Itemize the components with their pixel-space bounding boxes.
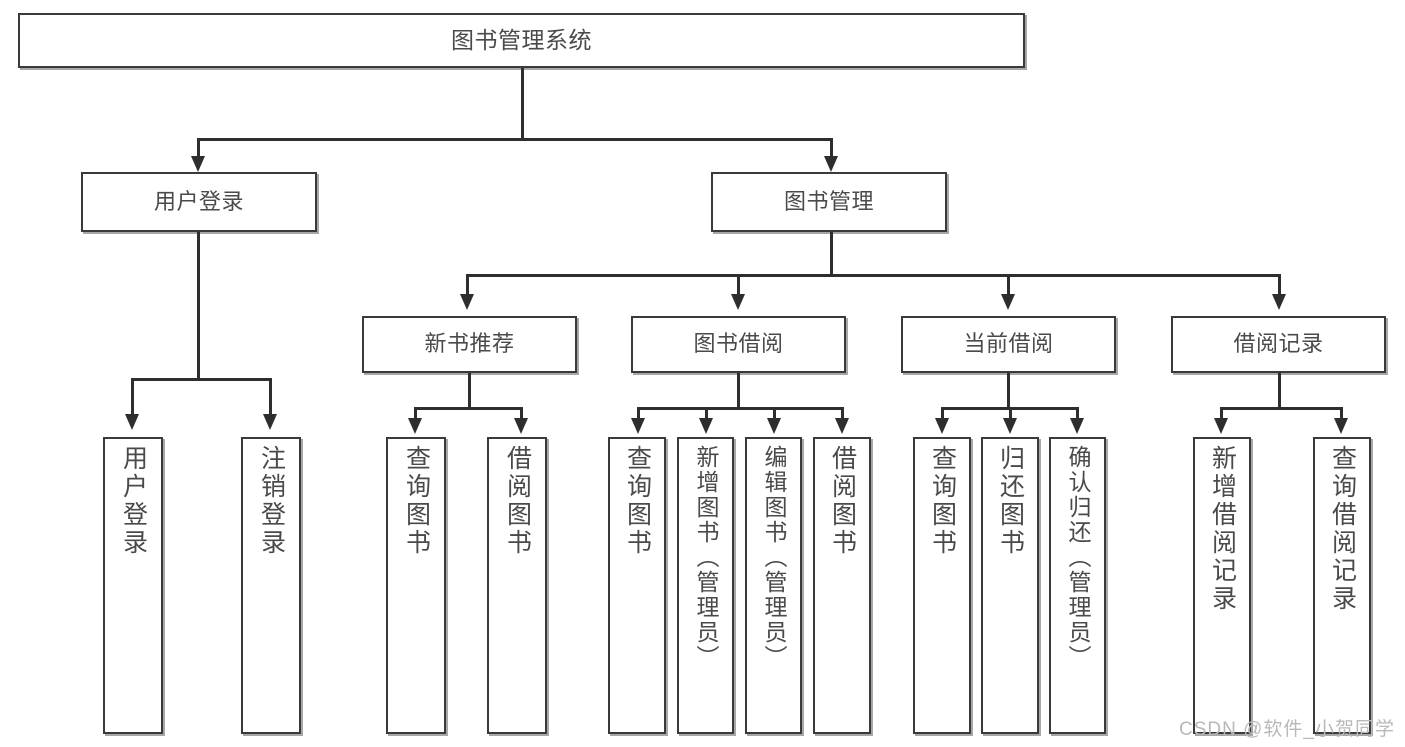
arrow-leaf-logout: [263, 414, 277, 430]
node-label: 图书管理: [783, 188, 874, 214]
connector-drop-leaf-logout: [269, 378, 272, 418]
node-book-management[interactable]: 图书管理: [711, 172, 947, 232]
arrow-bb-borrow: [835, 418, 849, 434]
node-label: 图书管理系统: [451, 26, 592, 53]
node-label: 用户登录: [119, 445, 148, 557]
node-new-book-recommend[interactable]: 新书推荐: [362, 316, 577, 373]
arrow-bb-edit: [767, 418, 781, 434]
arrow-user-login: [191, 156, 205, 172]
node-user-login[interactable]: 用户登录: [81, 172, 317, 232]
connector-drop-bb-borrow: [841, 407, 844, 421]
node-label: 查询借阅记录: [1328, 445, 1357, 613]
node-label: 借阅记录: [1233, 331, 1324, 357]
connector-user-login-bus: [131, 378, 269, 381]
connector-book-manage-bus: [466, 274, 1278, 277]
connector-drop-current-borrow: [1007, 274, 1010, 298]
leaf-bb-query-book[interactable]: 查询图书: [608, 437, 666, 734]
node-label: 确认归还（管理员）: [1065, 445, 1091, 670]
connector-drop-bb-edit: [773, 407, 776, 421]
node-current-borrow[interactable]: 当前借阅: [901, 316, 1116, 373]
arrow-book-manage: [824, 156, 838, 172]
node-label: 新增借阅记录: [1208, 445, 1237, 613]
arrow-borrow-record: [1272, 294, 1286, 310]
leaf-cb-return-book[interactable]: 归还图书: [981, 437, 1039, 734]
connector-drop-bb-add: [705, 407, 708, 421]
connector-book-manage-stem: [830, 232, 833, 276]
connector-drop-br-query: [1340, 407, 1343, 421]
node-root-system[interactable]: 图书管理系统: [18, 13, 1025, 68]
node-label: 归还图书: [996, 445, 1025, 557]
arrow-bb-query: [631, 418, 645, 434]
leaf-bb-borrow-book[interactable]: 借阅图书: [813, 437, 871, 734]
node-label: 注销登录: [257, 445, 286, 557]
leaf-br-query-record[interactable]: 查询借阅记录: [1313, 437, 1371, 734]
node-label: 查询图书: [402, 445, 431, 557]
node-label: 查询图书: [623, 445, 652, 557]
node-label: 图书借阅: [693, 331, 784, 357]
connector-root-stem: [521, 68, 524, 140]
node-label: 当前借阅: [963, 331, 1054, 357]
connector-drop-cb-return: [1009, 407, 1012, 421]
leaf-bb-add-book-admin[interactable]: 新增图书（管理员）: [677, 437, 734, 734]
connector-borrow-record-stem: [1278, 373, 1281, 409]
connector-new-book-bus: [414, 407, 522, 410]
arrow-new-book: [460, 294, 474, 310]
node-label: 新增图书（管理员）: [693, 445, 719, 670]
node-label: 借阅图书: [828, 445, 857, 557]
connector-drop-nb-query: [414, 407, 417, 421]
connector-drop-cb-query: [941, 407, 944, 421]
connector-drop-user-login: [197, 138, 200, 160]
connector-drop-br-add: [1220, 407, 1223, 421]
connector-drop-book-borrow: [737, 274, 740, 298]
node-label: 借阅图书: [503, 445, 532, 557]
connector-user-login-stem: [197, 232, 200, 380]
leaf-cb-confirm-return-admin[interactable]: 确认归还（管理员）: [1049, 437, 1106, 734]
arrow-bb-add: [699, 418, 713, 434]
connector-drop-nb-borrow: [520, 407, 523, 421]
arrow-br-add: [1214, 418, 1228, 434]
arrow-nb-borrow: [514, 418, 528, 434]
arrow-book-borrow: [731, 294, 745, 310]
arrow-leaf-user-login: [125, 414, 139, 430]
node-book-borrow[interactable]: 图书借阅: [631, 316, 846, 373]
arrow-current-borrow: [1001, 294, 1015, 310]
node-label: 查询图书: [928, 445, 957, 557]
connector-book-borrow-bus: [637, 407, 843, 410]
arrow-cb-query: [935, 418, 949, 434]
connector-drop-borrow-record: [1278, 274, 1281, 298]
connector-drop-new-book: [466, 274, 469, 298]
connector-drop-cb-confirm: [1076, 407, 1079, 421]
arrow-br-query: [1334, 418, 1348, 434]
arrow-nb-query: [408, 418, 422, 434]
connector-borrow-record-bus: [1220, 407, 1342, 410]
connector-drop-book-manage: [830, 138, 833, 160]
leaf-cb-query-book[interactable]: 查询图书: [913, 437, 971, 734]
leaf-logout[interactable]: 注销登录: [241, 437, 301, 734]
arrow-cb-return: [1003, 418, 1017, 434]
connector-drop-leaf-user-login: [131, 378, 134, 418]
connector-root-bus: [197, 138, 833, 141]
leaf-bb-edit-book-admin[interactable]: 编辑图书（管理员）: [745, 437, 802, 734]
node-label: 用户登录: [153, 188, 244, 214]
arrow-cb-confirm: [1070, 418, 1084, 434]
leaf-nbr-borrow-book[interactable]: 借阅图书: [487, 437, 547, 734]
node-borrow-record[interactable]: 借阅记录: [1171, 316, 1386, 373]
leaf-user-login[interactable]: 用户登录: [103, 437, 163, 734]
node-label: 新书推荐: [424, 331, 515, 357]
node-label: 编辑图书（管理员）: [761, 445, 787, 670]
connector-current-borrow-stem: [1007, 373, 1010, 409]
connector-drop-bb-query: [637, 407, 640, 421]
connector-new-book-stem: [468, 373, 471, 409]
leaf-nbr-query-book[interactable]: 查询图书: [386, 437, 446, 734]
leaf-br-add-record[interactable]: 新增借阅记录: [1193, 437, 1251, 734]
connector-book-borrow-stem: [737, 373, 740, 409]
